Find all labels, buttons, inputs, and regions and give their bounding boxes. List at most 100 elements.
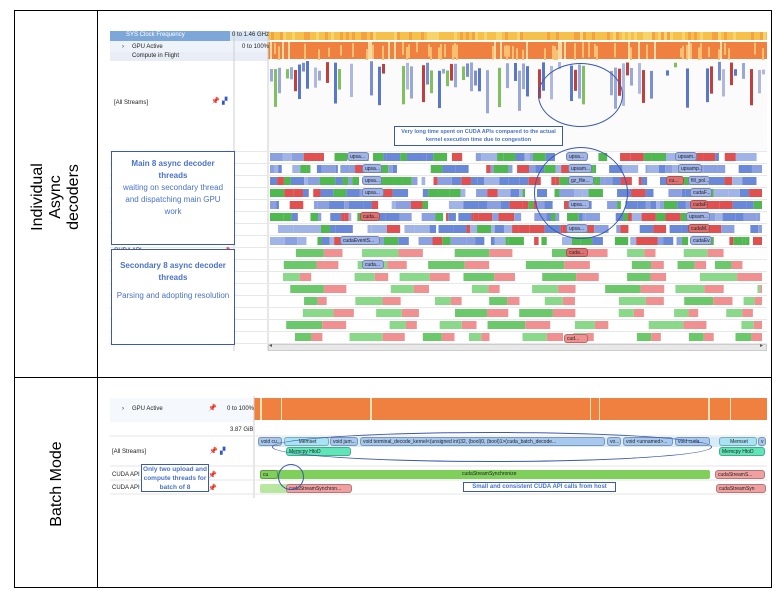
- api-segment[interactable]: upsa...: [568, 200, 590, 209]
- api-secondary-mark: [413, 285, 429, 293]
- api-main-mark: [625, 201, 638, 209]
- api-segment[interactable]: cu...: [666, 176, 684, 185]
- gpu-active-gap: [708, 398, 710, 420]
- row-gridline: [110, 283, 767, 284]
- gpu-active-gap: [508, 45, 510, 57]
- api-main-mark: [685, 189, 694, 197]
- api-main-mark: [421, 177, 426, 185]
- api-secondary-mark: [688, 333, 704, 341]
- api-segment[interactable]: cudaF...: [690, 200, 708, 209]
- sys-clock-mark: [334, 32, 337, 40]
- bottom-streams-pin-icon[interactable]: 📌: [209, 448, 218, 455]
- bottom-streams-icon[interactable]: ▞: [220, 448, 226, 455]
- row-gridline: [110, 319, 767, 320]
- sys-clock-range: 0 to 1.46 GHz: [232, 32, 270, 38]
- sys-clock-mark: [694, 32, 697, 40]
- api-segment[interactable]: upsamp...: [678, 164, 702, 173]
- api-main-mark: [745, 237, 750, 245]
- note-small-calls: Small and consistent CUDA API calls from…: [463, 482, 616, 492]
- api-main-mark: [508, 165, 513, 173]
- api-segment[interactable]: upsa...: [566, 152, 588, 161]
- api-segment[interactable]: upsam...: [675, 152, 697, 161]
- api-secondary-mark: [574, 321, 595, 329]
- scroll-right-arrow-icon[interactable]: ▸: [760, 343, 764, 349]
- memcpy-htod-2[interactable]: Memcpy HtoD: [719, 447, 765, 456]
- api-main-mark: [620, 225, 629, 233]
- api-segment[interactable]: upsam...: [686, 212, 710, 221]
- api-segment[interactable]: upsa...: [362, 164, 382, 173]
- api-seg-cu[interactable]: cu: [260, 470, 278, 479]
- bottom-api-row1-pin-icon[interactable]: 📌: [208, 472, 217, 479]
- api-main-mark: [270, 237, 285, 245]
- api-segment[interactable]: cudaEv...: [690, 236, 712, 245]
- api-main-mark: [641, 213, 656, 221]
- streams-icon[interactable]: ▞: [222, 98, 228, 105]
- api-segment[interactable]: upsa...: [362, 176, 382, 185]
- api-main-mark: [391, 201, 396, 209]
- api-segment[interactable]: upsa...: [566, 224, 588, 233]
- sys-clock-mark: [697, 32, 700, 40]
- api-segment[interactable]: cudaF...: [690, 188, 712, 197]
- api-segment[interactable]: cudaEventS...: [340, 236, 380, 245]
- expand-chevron-icon[interactable]: ›: [122, 44, 124, 50]
- sys-clock-mark: [763, 32, 766, 40]
- compute-mark: [370, 61, 373, 96]
- pin-icon[interactable]: 📌: [211, 98, 220, 105]
- api-main-mark: [333, 189, 347, 197]
- bottom-api-row2-pin-icon[interactable]: 📌: [208, 485, 217, 492]
- gpu-active-gap: [516, 48, 518, 62]
- api-main-mark: [429, 225, 437, 233]
- api-main-mark: [383, 237, 399, 245]
- api-main-mark: [344, 213, 349, 221]
- gpu-active-gap: [574, 43, 576, 60]
- api-segment[interactable]: cud...: [564, 334, 588, 343]
- api-main-mark: [732, 201, 747, 209]
- compute-mark: [278, 67, 281, 94]
- api-main-mark: [641, 177, 648, 185]
- gpu-active-gap: [340, 45, 342, 56]
- api-segment[interactable]: gz_file...: [568, 176, 594, 185]
- api-segment[interactable]: upsa...: [362, 188, 384, 197]
- api-segment[interactable]: upsam...: [568, 164, 592, 173]
- api-segment[interactable]: cuda...: [566, 248, 588, 257]
- gpu-active-gap: [512, 45, 514, 60]
- api-seg-stream-s[interactable]: cudaStreamS...: [715, 470, 765, 479]
- api-seg-stream-sync-main[interactable]: cudaStreamSynchronize: [460, 470, 580, 479]
- stream-seg-memset-2[interactable]: Memset: [719, 437, 757, 446]
- gpu-active-gap: [408, 44, 410, 58]
- api-segment[interactable]: fill_pol...: [688, 176, 710, 185]
- stream-seg-v[interactable]: v: [758, 437, 766, 446]
- api-main-mark: [388, 165, 393, 173]
- api-secondary-mark: [525, 261, 565, 269]
- api-seg-stream-syn[interactable]: cudaStreamSyn: [716, 484, 766, 493]
- highlight-ellipse-stream: [272, 432, 712, 462]
- bottom-pin-icon[interactable]: 📌: [208, 405, 217, 412]
- horizontal-scrollbar[interactable]: [268, 344, 767, 351]
- gpu-active-gap: [260, 398, 262, 420]
- api-secondary-mark: [434, 297, 451, 305]
- sys-clock-mark: [469, 32, 472, 40]
- api-secondary-mark: [726, 309, 743, 317]
- api-main-mark: [501, 201, 510, 209]
- api-main-mark: [703, 165, 718, 173]
- api-main-mark: [508, 237, 524, 245]
- sys-clock-mark: [472, 32, 475, 40]
- bottom-expand-chevron-icon[interactable]: ›: [122, 406, 124, 412]
- api-segment[interactable]: cuda...: [362, 260, 384, 269]
- api-main-mark: [458, 213, 472, 221]
- api-secondary-mark: [684, 297, 714, 305]
- api-segment[interactable]: cudaM...: [688, 224, 710, 233]
- api-main-mark: [571, 237, 581, 245]
- scroll-left-arrow-icon[interactable]: ◂: [269, 343, 273, 349]
- sys-clock-mark: [340, 32, 343, 40]
- api-main-mark: [320, 189, 334, 197]
- highlight-ellipse-api-small: [278, 464, 304, 490]
- api-main-mark: [317, 237, 322, 245]
- gpu-active-gap: [438, 47, 440, 59]
- api-main-mark: [517, 165, 529, 173]
- api-segment[interactable]: cuda...: [360, 212, 380, 221]
- api-segment[interactable]: upsa...: [347, 152, 369, 161]
- gpu-active-gap: [402, 42, 404, 56]
- row-gridline: [110, 259, 767, 260]
- api-main-mark: [541, 237, 547, 245]
